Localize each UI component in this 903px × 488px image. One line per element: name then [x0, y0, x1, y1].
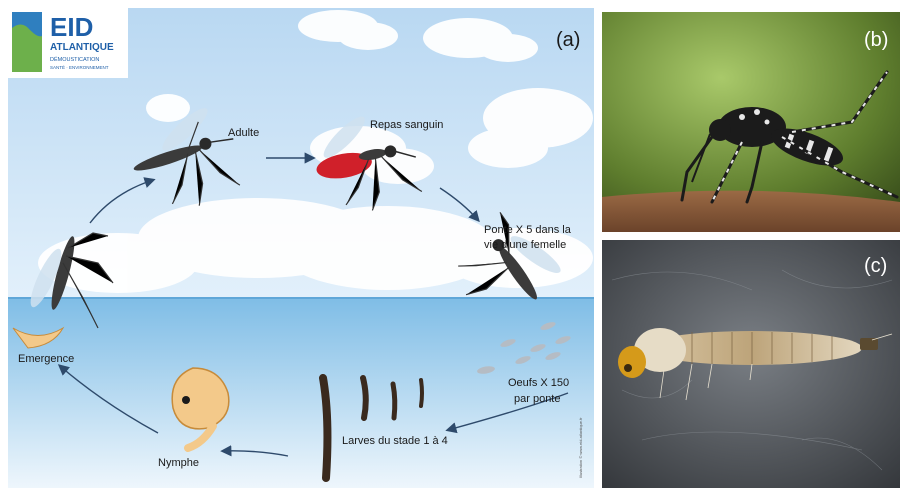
skin-surface	[602, 191, 900, 232]
life-cycle-diagram: EID ATLANTIQUE DÉMOUSTICATION SANTÉ · EN…	[8, 8, 594, 488]
larva-photo: (c)	[602, 240, 900, 488]
label-ponte-line-2: vie d'une femelle	[484, 239, 566, 251]
label-emergence: Emergence	[18, 353, 74, 365]
label-larves: Larves du stade 1 à 4	[342, 435, 448, 447]
life-cycle-svg: EID ATLANTIQUE DÉMOUSTICATION SANTÉ · EN…	[8, 8, 594, 488]
label-repas-sanguin: Repas sanguin	[370, 119, 443, 131]
illustration-credit: Illustration © www.eid-atlantique.fr	[578, 417, 583, 478]
adult-mosquito-photo-svg: (b)	[602, 12, 900, 232]
label-oeufs-line-2: par ponte	[514, 393, 560, 405]
eid-atlantique-logo: EID ATLANTIQUE DÉMOUSTICATION SANTÉ · EN…	[8, 8, 128, 78]
label-nymphe: Nymphe	[158, 457, 199, 469]
logo-subtitle: ATLANTIQUE	[50, 42, 114, 53]
larva-photo-svg: (c)	[602, 240, 900, 488]
panel-a-label: (a)	[556, 29, 580, 51]
logo-line-1: DÉMOUSTICATION	[50, 56, 99, 63]
label-ponte-line-1: Ponte X 5 dans la	[484, 224, 572, 236]
logo-name: EID	[50, 12, 93, 42]
panel-c-label: (c)	[864, 255, 887, 277]
water-background	[8, 298, 594, 488]
label-oeufs-line-1: Oeufs X 150	[508, 377, 569, 389]
panel-b-label: (b)	[864, 29, 888, 51]
logo-line-2: SANTÉ · ENVIRONNEMENT	[50, 64, 109, 70]
label-adulte: Adulte	[228, 127, 259, 139]
adult-mosquito-photo: (b)	[602, 12, 900, 232]
